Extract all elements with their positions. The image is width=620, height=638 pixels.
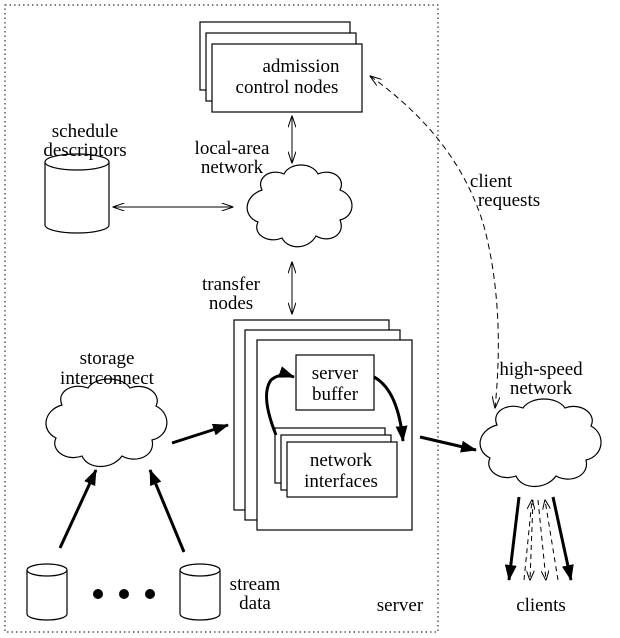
dashed-client-arrow-1 bbox=[523, 500, 532, 581]
schedule-label-line1: schedule bbox=[52, 121, 118, 142]
client-requests-label-line1: client bbox=[470, 171, 513, 192]
server-boundary bbox=[4, 4, 439, 633]
transfer-label-line2: nodes bbox=[209, 293, 253, 314]
local-area-network-cloud bbox=[246, 164, 353, 248]
stream-data-disk-1 bbox=[26, 563, 68, 621]
ellipsis-dots bbox=[93, 589, 155, 599]
dashed-client-arrow-3 bbox=[537, 499, 546, 580]
server-label: server bbox=[377, 595, 424, 616]
arrow-storage-to-transfer bbox=[171, 423, 229, 445]
server-buffer-label-line2: buffer bbox=[312, 384, 359, 405]
stream-label-line1: stream bbox=[230, 574, 281, 595]
storage-interconnect-cloud bbox=[45, 378, 168, 468]
arrow-disk2-to-storage bbox=[148, 469, 186, 553]
clients-label: clients bbox=[516, 595, 566, 616]
server-buffer-label-line1: server bbox=[312, 363, 359, 384]
transfer-label-line1: transfer bbox=[202, 274, 261, 295]
high-speed-network-cloud bbox=[479, 398, 602, 488]
arrow-transfer-to-highspeed bbox=[419, 435, 477, 453]
lan-label-line2: network bbox=[201, 157, 264, 178]
arrow-highspeed-to-client-1 bbox=[504, 496, 521, 581]
netif-label-line2: interfaces bbox=[304, 471, 378, 492]
storage-label-line1: storage bbox=[80, 348, 135, 369]
stream-data-disk-2 bbox=[179, 563, 221, 621]
lan-label-line1: local-area bbox=[195, 138, 270, 159]
stream-label-line2: data bbox=[239, 593, 271, 614]
arrow-highspeed-to-client-2 bbox=[551, 496, 574, 581]
dashed-client-arrow-2 bbox=[530, 499, 533, 580]
schedule-descriptors-disk bbox=[44, 153, 110, 234]
netif-label-line1: network bbox=[310, 450, 373, 471]
transfer-nodes bbox=[233, 319, 413, 531]
arrow-buffer-to-interfaces bbox=[373, 375, 408, 442]
storage-label-line2: interconnect bbox=[60, 368, 155, 389]
highspeed-label-line2: network bbox=[510, 378, 573, 399]
network-interfaces: network interfaces bbox=[274, 427, 398, 498]
admission-control-nodes: admission control nodes bbox=[199, 21, 363, 113]
dashed-client-arrow-4 bbox=[545, 500, 559, 581]
admission-label-line1: admission bbox=[262, 56, 340, 77]
highspeed-label-line1: high-speed bbox=[499, 359, 583, 380]
client-requests-label-line2: requests bbox=[478, 190, 540, 211]
schedule-label-line2: descriptors bbox=[43, 140, 126, 161]
client-requests-dashed-arrow bbox=[370, 76, 498, 408]
server-buffer: server buffer bbox=[295, 354, 375, 411]
arrow-disk1-to-storage bbox=[58, 469, 98, 549]
admission-label-line2: control nodes bbox=[236, 77, 339, 98]
arrow-interfaces-to-buffer bbox=[265, 366, 295, 436]
